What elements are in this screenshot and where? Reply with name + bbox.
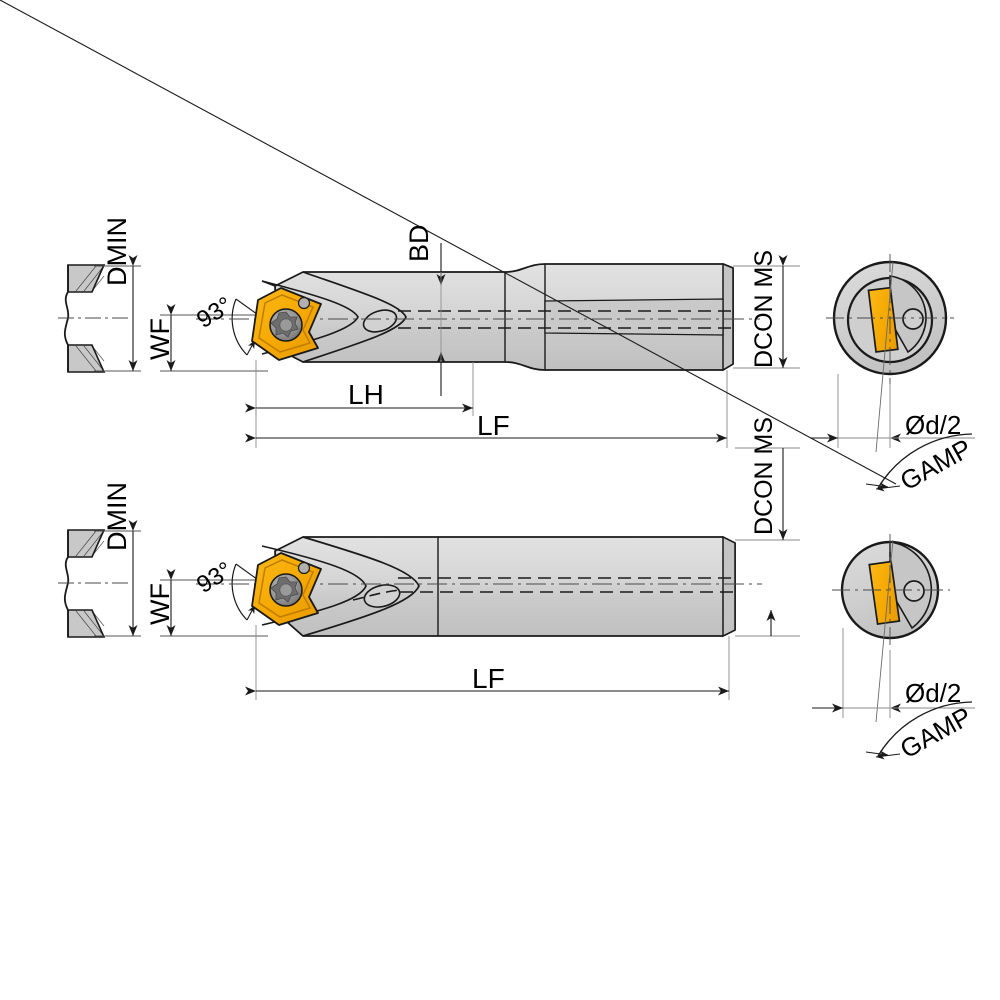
dim-lf-upper	[245, 370, 728, 448]
lower-tool-body	[196, 535, 762, 638]
seat-pin-upper	[297, 296, 311, 310]
upper-bore-section-profile	[58, 264, 130, 373]
upper-tool-body	[196, 262, 760, 372]
lower-bore-section-profile	[58, 529, 130, 638]
label-d-half-upper: Ød/2	[905, 410, 962, 440]
dim-gamp-upper	[0, 0, 973, 492]
label-dmin-lower: DMIN	[102, 482, 132, 551]
lower-end-screw-hole	[903, 580, 925, 602]
label-dcon-ms-lower: DCON MS	[750, 416, 778, 535]
upper-end-view	[0, 0, 975, 492]
label-d-half-lower: Ød/2	[905, 678, 962, 708]
label-lf-upper: LF	[477, 410, 510, 441]
dim-dmin-lower	[94, 520, 141, 637]
dim-lh-upper	[245, 360, 474, 416]
upper-assembly-view	[58, 243, 800, 448]
coolant-hole-upper	[362, 309, 398, 333]
dim-wf-upper	[160, 304, 268, 372]
upper-end-screw-hole	[902, 308, 924, 330]
upper-cutting-insert	[251, 287, 322, 361]
dim-wf-lower	[160, 569, 268, 637]
dim-d-half-upper	[810, 374, 975, 448]
label-dmin-upper: DMIN	[102, 217, 132, 286]
dim-dcon-ms-upper	[733, 255, 800, 369]
label-wf-lower: WF	[145, 583, 175, 625]
label-dcon-ms-upper: DCON MS	[750, 249, 778, 368]
label-wf-upper: WF	[145, 318, 175, 360]
lower-cutting-insert	[251, 552, 322, 626]
dim-lf-lower	[245, 625, 730, 700]
label-lf-lower: LF	[472, 663, 505, 694]
label-bd-upper: BD	[404, 224, 434, 262]
seat-pin-lower	[297, 561, 311, 575]
upper-end-insert	[867, 286, 899, 353]
dim-dcon-ms-lower	[735, 447, 800, 637]
lower-end-view	[812, 534, 975, 760]
dim-gamp-lower	[865, 701, 973, 760]
lower-end-insert	[868, 560, 901, 626]
dim-d-half-lower	[812, 628, 975, 718]
label-lh-upper: LH	[348, 379, 384, 410]
dim-dmin-upper	[94, 255, 141, 372]
lower-assembly-view	[58, 447, 800, 700]
